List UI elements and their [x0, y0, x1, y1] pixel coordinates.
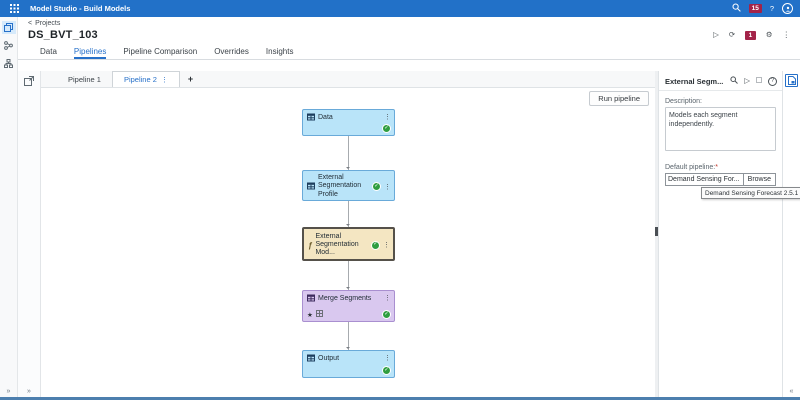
flow-icon[interactable] [2, 39, 16, 52]
node-menu-icon[interactable]: ⋮ [384, 114, 391, 121]
expand-left-panel-icon[interactable]: » [6, 388, 11, 395]
node-external-segmentation-model[interactable]: ƒ External Segmentation Mod... ✓ ⋮ [302, 227, 395, 261]
node-label: Merge Segments [318, 294, 372, 302]
node-menu-icon[interactable]: ⋮ [384, 355, 391, 362]
node-menu-icon[interactable]: ⋮ [384, 183, 391, 191]
tab-pipeline-1[interactable]: Pipeline 1 [68, 74, 101, 84]
app-title: Model Studio - Build Models [30, 4, 131, 13]
connector [346, 136, 350, 170]
node-data[interactable]: Data ⋮ ✓ [302, 109, 395, 136]
pipelines-workspace: » Pipeline 1 Pipeline 2 ⋮ + Run pipeline [18, 71, 800, 397]
properties-panel-icon[interactable] [785, 74, 798, 87]
breadcrumb[interactable]: < Projects [18, 17, 800, 27]
expand-nodes-panel-icon[interactable]: » [27, 388, 31, 395]
main-tab-bar: Data Pipelines Pipeline Comparison Overr… [18, 41, 800, 60]
description-field[interactable]: Models each segment independently. [665, 107, 776, 151]
panel-resize-divider[interactable] [655, 71, 658, 397]
page-title: DS_BVT_103 [28, 29, 98, 41]
stop-icon [756, 77, 762, 85]
node-output[interactable]: Output ⋮ ✓ [302, 350, 395, 378]
settings-gear-icon[interactable]: ⚙ [765, 30, 773, 40]
connector [346, 261, 350, 290]
notification-badge[interactable]: 15 [748, 4, 762, 13]
add-pipeline-button[interactable]: + [187, 74, 194, 84]
sitemap-icon[interactable] [2, 57, 16, 70]
canvas-column: Pipeline 1 Pipeline 2 ⋮ + Run pipeline [41, 71, 655, 397]
tab-overrides[interactable]: Overrides [214, 47, 249, 56]
node-external-segmentation-profile[interactable]: External Segmentation Profile ✓ ⋮ [302, 170, 395, 201]
run-pipeline-button[interactable]: Run pipeline [589, 91, 649, 106]
default-pipeline-label: Default pipeline: [665, 164, 716, 171]
default-pipeline-input[interactable]: Demand Sensing For... [665, 173, 744, 186]
refresh-icon[interactable]: ⟳ [728, 30, 736, 40]
pipeline-tab-bar: Pipeline 1 Pipeline 2 ⋮ + [41, 71, 655, 87]
resize-grip[interactable] [655, 227, 658, 236]
success-icon: ✓ [382, 124, 391, 133]
collapsed-nodes-panel: » [18, 71, 41, 397]
success-icon: ✓ [372, 182, 381, 191]
success-icon: ✓ [382, 366, 391, 375]
function-icon: ƒ [308, 240, 313, 250]
tab-pipeline-2-label: Pipeline 2 [123, 75, 157, 84]
run-project-icon[interactable]: ▷ [713, 30, 719, 40]
connector [346, 201, 350, 227]
run-node-icon[interactable]: ▷ [744, 76, 750, 86]
tab-data[interactable]: Data [40, 47, 57, 56]
more-options-icon[interactable]: ⋮ [782, 30, 791, 40]
connector [346, 322, 350, 350]
node-label: External Segmentation Mod... [315, 232, 359, 257]
node-label: Data [318, 113, 333, 121]
node-menu-icon[interactable]: ⋮ [383, 242, 390, 249]
browse-button[interactable]: Browse [743, 173, 776, 186]
tab-menu-icon[interactable]: ⋮ [160, 76, 168, 84]
pipeline-tooltip: Demand Sensing Forecast 2.5.1 [701, 187, 800, 199]
success-icon: ✓ [371, 240, 380, 250]
table-icon [307, 113, 315, 123]
right-rail: « [782, 71, 800, 397]
left-rail: » [0, 17, 18, 397]
search-icon[interactable] [730, 76, 739, 86]
run-count-badge[interactable]: 1 [745, 30, 756, 40]
favorite-star-icon: ★ [307, 311, 313, 319]
back-chevron-icon: < [28, 20, 33, 27]
bottom-edge [0, 397, 800, 400]
project-toolbar: ▷ ⟳ 1 ⚙ ⋮ [713, 30, 791, 40]
node-merge-segments[interactable]: Merge Segments ⋮ ★ ✓ [302, 290, 395, 322]
success-icon: ✓ [382, 310, 391, 319]
tab-pipeline-2[interactable]: Pipeline 2 ⋮ [111, 71, 180, 87]
breadcrumb-label[interactable]: Projects [35, 20, 61, 27]
pages-icon[interactable] [1, 21, 16, 34]
user-avatar[interactable] [782, 3, 793, 14]
help-icon[interactable]: ? [769, 4, 774, 13]
description-label: Description: [665, 98, 702, 105]
app-bar: Model Studio - Build Models 15 ? [0, 0, 800, 17]
page-header: < Projects DS_BVT_103 ▷ ⟳ 1 ⚙ ⋮ Data Pip… [18, 17, 800, 71]
open-in-window-icon[interactable] [24, 76, 34, 88]
tab-insights[interactable]: Insights [265, 47, 294, 56]
table-icon [307, 354, 315, 364]
node-menu-icon[interactable]: ⋮ [384, 295, 391, 302]
tab-pipeline-comparison[interactable]: Pipeline Comparison [123, 47, 198, 56]
collapse-right-panel-icon[interactable]: « [789, 388, 794, 395]
table-icon [307, 182, 315, 192]
node-properties-panel: External Segm... ▷ ? Description: Models… [658, 71, 800, 397]
tab-pipelines[interactable]: Pipelines [73, 47, 107, 59]
node-label: Output [318, 354, 340, 362]
help-icon[interactable]: ? [768, 76, 777, 86]
search-icon[interactable] [732, 3, 741, 14]
segment-icon [315, 310, 323, 319]
node-label: External Segmentation Profile [318, 174, 362, 198]
properties-title: External Segm... [665, 76, 724, 86]
app-launcher-icon[interactable] [7, 2, 21, 15]
pipeline-canvas[interactable]: Run pipeline Data ⋮ ✓ [41, 87, 655, 397]
required-marker: * [715, 164, 718, 171]
table-icon [307, 294, 315, 304]
